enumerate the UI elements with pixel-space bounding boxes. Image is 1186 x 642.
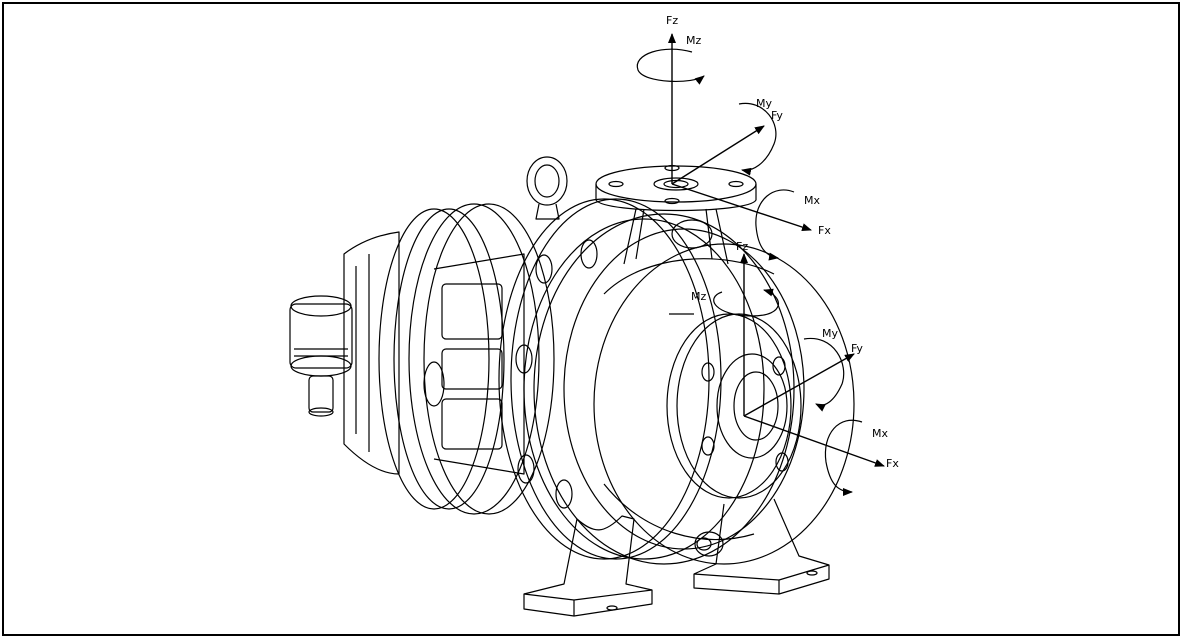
front-fy-arrow [743,353,855,417]
lantern [423,253,525,475]
lifting-eye [526,156,568,220]
top-mx-label: Mx [804,194,820,207]
top-fy-arrow [671,125,765,185]
front-my-label: My [822,327,838,340]
top-my-moment [738,102,777,176]
rear-flanges [378,203,555,515]
front-fx-arrow [743,415,885,467]
front-mz-moment [713,288,780,317]
front-nozzle-loads: Fz Mz My Fy Mx Fx [691,240,899,496]
front-fx-label: Fx [886,457,899,470]
casing [498,198,805,565]
top-fy-label: Fy [771,109,783,122]
top-mx-moment [755,189,795,261]
top-fz-label: Fz [666,14,678,27]
top-fx-label: Fx [818,224,831,237]
front-flange [666,313,802,499]
top-mz-moment [636,48,705,85]
pump-load-diagram: Fz Mz My Fy Mx Fx Fz Mz My Fy Mx Fx [289,14,899,617]
front-mx-label: Mx [872,427,888,440]
front-mz-label: Mz [691,290,706,303]
front-fz-label: Fz [736,240,748,253]
pump-feet [523,498,830,617]
front-my-moment [803,337,845,412]
top-fx-arrow [671,183,812,231]
top-nozzle-loads: Fz Mz My Fy Mx Fx [636,14,831,261]
motor-cap [289,295,353,417]
front-fy-label: Fy [851,342,863,355]
front-mx-moment [824,419,863,496]
top-nozzle [595,164,757,265]
top-mz-label: Mz [686,34,701,47]
top-my-label: My [756,97,772,110]
pump-illustration [289,156,855,617]
